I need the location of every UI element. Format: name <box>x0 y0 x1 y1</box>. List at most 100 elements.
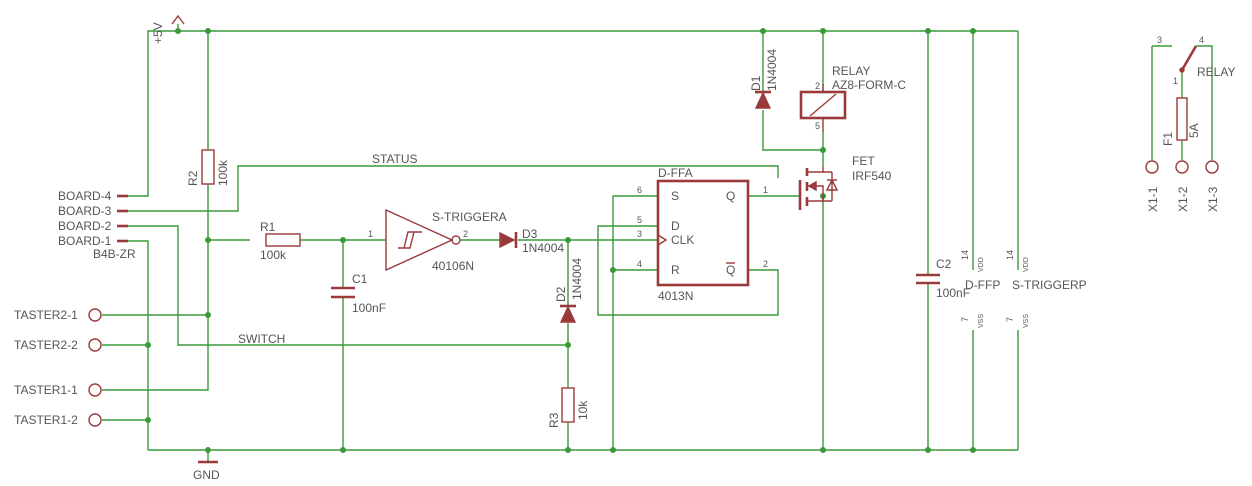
x1-connector: X1-1 X1-2 X1-3 <box>1145 160 1220 212</box>
fet-drain-lead <box>807 167 824 173</box>
ffp-name: D-FFP <box>965 278 1000 292</box>
r2-name: R2 <box>186 170 200 186</box>
r1-name: R1 <box>260 220 276 234</box>
junction-dot <box>340 447 346 453</box>
r1-value: 100k <box>260 248 287 262</box>
relay-value: AZ8-FORM-C <box>832 78 906 92</box>
ff-pin-qn: 2 <box>763 259 768 269</box>
fuse-body <box>1176 97 1188 141</box>
d1-bottom-wire <box>762 110 823 151</box>
taster-pads: TASTER2-1 TASTER2-2 TASTER1-1 TASTER1-2 <box>14 308 102 427</box>
board-pin-1-label: BOARD-1 <box>58 234 112 248</box>
r2-body <box>201 149 215 185</box>
junction-dot <box>145 342 151 348</box>
relay-coil: RELAY AZ8-FORM-C 2 5 <box>799 64 906 132</box>
d2-name: D2 <box>554 286 568 302</box>
resistor-r2: R2 100k <box>186 149 230 186</box>
ff-s-wire <box>612 195 658 450</box>
d1-value: 1N4004 <box>765 49 779 91</box>
board-pin-3-label: BOARD-3 <box>58 204 112 218</box>
d-flip-flop: D-FFA 4013N S D CLK R Q Q 6 5 3 4 1 2 <box>637 166 768 303</box>
resistor-r3: R3 10k <box>547 387 590 428</box>
r2-bottom-wire <box>102 184 209 391</box>
stp-vss-pin: 7 <box>1005 317 1015 322</box>
schmitt-inverter-bubble <box>451 235 461 245</box>
junction-dot <box>205 447 211 453</box>
junction-dot <box>205 237 211 243</box>
schmitt-value: 40106N <box>432 259 474 273</box>
junction-dot <box>340 237 346 243</box>
junction-dot <box>925 28 931 34</box>
taster1-2-label: TASTER1-2 <box>14 413 78 427</box>
relay-coil-diagonal <box>809 93 837 117</box>
board-pin-4-label: BOARD-4 <box>58 189 112 203</box>
x1-pad <box>1145 160 1159 174</box>
ff-name: D-FFA <box>658 166 693 180</box>
ff-clk-triangle-icon <box>657 234 668 246</box>
ff-pin-d: 5 <box>637 215 642 225</box>
board1-wire <box>128 240 149 450</box>
ff-label-clk: CLK <box>671 233 694 247</box>
d2-value: 1N4004 <box>570 258 584 300</box>
gnd-label: GND <box>193 468 220 482</box>
d3-triangle-icon <box>499 231 516 249</box>
board-connector-name: B4B-ZR <box>93 247 136 261</box>
ffp-vss-pin: 7 <box>960 317 970 322</box>
junction-dot <box>610 447 616 453</box>
fuse-f1: F1 5A <box>1161 97 1201 146</box>
ff-pin-s: 6 <box>637 185 642 195</box>
relay-pin-bottom: 5 <box>815 121 820 131</box>
d1-triangle-icon <box>754 91 772 109</box>
fet-body-diode-links <box>823 171 832 202</box>
junction-dot <box>970 447 976 453</box>
junction-dot <box>760 28 766 34</box>
switch-net-label: SWITCH <box>238 332 285 346</box>
vcc-symbol: +5V <box>151 14 185 44</box>
fuse-value: 5A <box>1187 123 1201 138</box>
schmitt-trigger: S-TRIGGERA 40106N 1 2 <box>368 208 507 273</box>
relay-no-wire <box>1196 45 1213 160</box>
relay-contact-name: RELAY <box>1197 65 1235 79</box>
taster-pad <box>88 308 102 322</box>
c1-name: C1 <box>352 272 368 286</box>
junction-dot <box>175 28 181 34</box>
r3-value: 10k <box>576 400 590 420</box>
status-wire <box>128 165 779 212</box>
r2-value: 100k <box>216 159 230 186</box>
ffp-vss-label: VSS <box>978 314 985 328</box>
taster-pad <box>88 383 102 397</box>
ff-label-r: R <box>671 263 680 277</box>
stp-vdd-label: VDD <box>1023 257 1030 272</box>
r3-name: R3 <box>547 412 561 428</box>
ff-pin-q: 1 <box>763 185 768 195</box>
stp-vss-label: VSS <box>1023 314 1030 328</box>
schmitt-pin-in: 1 <box>368 229 373 239</box>
junction-dot <box>820 28 826 34</box>
taster-pad <box>88 338 102 352</box>
x1-2-label: X1-2 <box>1176 186 1190 212</box>
junction-dot <box>820 147 826 153</box>
power-pins: 14 VDD 7 VSS 14 VDD 7 VSS D-FFP S-TRIGGE… <box>960 250 1087 328</box>
board-connector: BOARD-4 BOARD-3 BOARD-2 BOARD-1 B4B-ZR <box>58 189 136 261</box>
board-pin-2-label: BOARD-2 <box>58 219 112 233</box>
junction-dot <box>565 447 571 453</box>
junction-dot <box>565 237 571 243</box>
fuse-name: F1 <box>1161 132 1175 146</box>
capacitor-c2: C2 100nF <box>916 257 970 300</box>
taster-pad <box>88 413 102 427</box>
ffp-vdd-label: VDD <box>978 257 985 272</box>
ff-label-s: S <box>671 189 679 203</box>
status-net-label: STATUS <box>372 152 418 166</box>
stp-vdd-pin: 14 <box>1005 250 1015 260</box>
d1-name: D1 <box>749 75 763 91</box>
relay-contact-pin-com: 1 <box>1173 76 1178 86</box>
ffp-vdd-pin: 14 <box>960 250 970 260</box>
ff-label-d: D <box>671 219 680 233</box>
schmitt-pin-out: 2 <box>463 229 468 239</box>
relay-contact: 3 4 1 RELAY <box>1157 35 1235 86</box>
fet-body-diode-icon <box>825 172 839 201</box>
relay-pin-top: 2 <box>815 81 820 91</box>
r1-body <box>265 233 301 247</box>
x1-1-label: X1-1 <box>1146 186 1160 212</box>
ff-value: 4013N <box>658 289 693 303</box>
